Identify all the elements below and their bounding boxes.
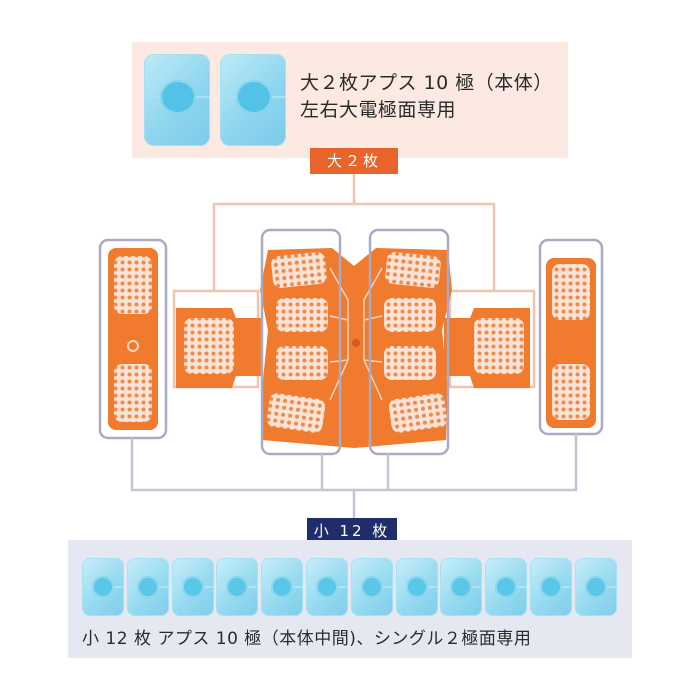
- pad-center-hole: [584, 576, 607, 598]
- large-gel-pad: [220, 54, 286, 146]
- small-gel-pad: [82, 558, 124, 616]
- large-pad-connectors: [212, 174, 496, 290]
- pad-center-hole: [92, 576, 114, 598]
- left-strip-unit: [98, 238, 168, 440]
- power-icon: [127, 340, 139, 352]
- small-gel-pad: [126, 558, 169, 616]
- small-gel-pad: [261, 558, 304, 616]
- right-wing-unit: [444, 289, 536, 389]
- pad-center-hole: [181, 576, 204, 598]
- pad-center-hole: [226, 576, 249, 598]
- large-gel-pad: [144, 54, 210, 146]
- small-gel-pad: [574, 558, 617, 616]
- small-gel-pad: [395, 558, 438, 616]
- center-left-frame: [260, 228, 342, 456]
- center-right-frame: [368, 228, 450, 456]
- large-pads-line2: 左右大電極面専用: [300, 99, 457, 121]
- small-gel-pad: [350, 558, 393, 616]
- pad-center-hole: [450, 576, 473, 598]
- left-wing-electrode: [184, 318, 234, 374]
- center-electrodes: [266, 252, 448, 433]
- small-gel-pad: [440, 558, 483, 616]
- right-wing-electrode: [474, 318, 524, 374]
- pad-center-hole: [271, 576, 294, 598]
- small-pad-connectors: [130, 434, 578, 518]
- large-pads-line1: 大２枚アプス 10 極（本体）: [300, 72, 553, 94]
- small-pads-row: [82, 558, 622, 618]
- large-pads-tag: 大２枚: [310, 148, 398, 174]
- left-wing-unit: [172, 289, 262, 389]
- pad-center-hole: [136, 576, 159, 598]
- pad-center-hole: [540, 576, 562, 598]
- large-pads-description: 大２枚アプス 10 極（本体） 左右大電極面専用: [300, 70, 553, 124]
- pad-center-hole: [316, 576, 338, 598]
- pad-center-hole: [360, 576, 383, 598]
- small-gel-pad: [306, 558, 348, 616]
- right-strip-unit: [538, 238, 604, 436]
- small-gel-pad: [530, 558, 572, 616]
- small-pads-tag: 小 12 枚: [307, 518, 397, 544]
- center-logo-icon: [352, 339, 360, 347]
- small-gel-pad: [216, 558, 259, 616]
- small-pads-description: 小 12 枚 アプス 10 極（本体中間)、シングル２極面専用: [82, 629, 532, 649]
- small-gel-pad: [485, 558, 528, 616]
- pad-center-hole: [495, 576, 518, 598]
- center-body-unit: [260, 228, 452, 456]
- pad-center-hole: [405, 576, 428, 598]
- small-gel-pad: [171, 558, 214, 616]
- pad-center-hole: [236, 80, 272, 114]
- pad-center-hole: [160, 80, 196, 114]
